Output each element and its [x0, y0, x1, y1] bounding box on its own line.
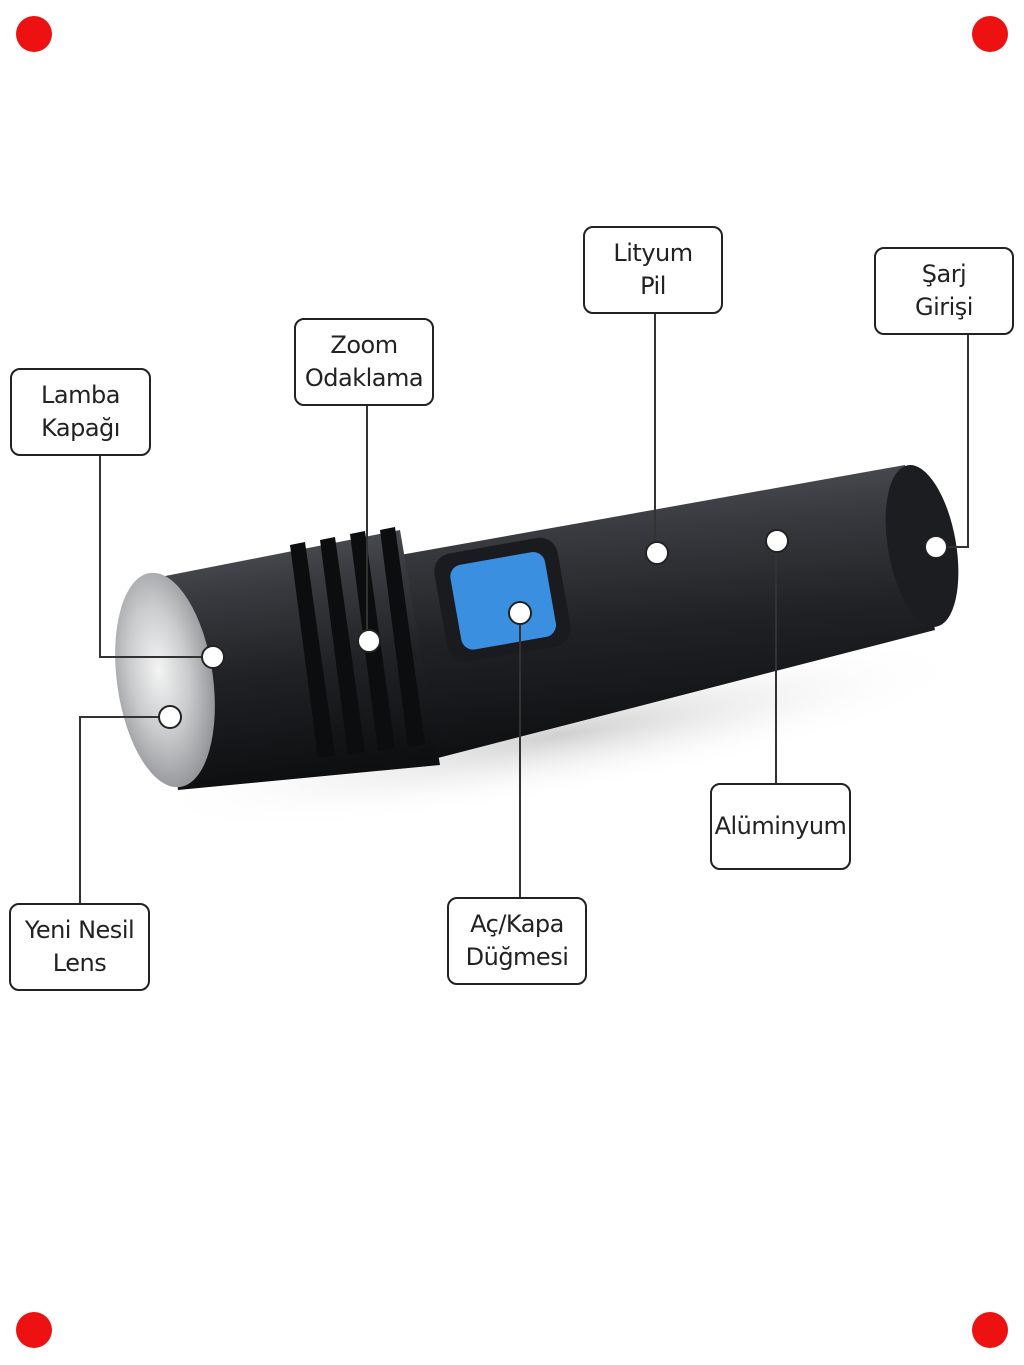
label-lithium-battery: Lityum Pil [583, 226, 723, 314]
label-line: Pil [640, 272, 666, 300]
label-power-button: Aç/Kapa Düğmesi [447, 897, 587, 985]
label-line: Alüminyum [714, 812, 847, 840]
label-line: Girişi [915, 293, 973, 321]
label-line: Düğmesi [465, 943, 569, 971]
corner-marker-bottom-right [972, 1312, 1008, 1348]
label-line: Kapağı [41, 414, 120, 442]
zoom-rings [290, 527, 425, 758]
power-button[interactable] [448, 550, 557, 651]
label-line: Lamba [41, 381, 120, 409]
marker-aluminum [765, 529, 789, 553]
tail-cap [885, 465, 959, 627]
label-lamp-cover: Lamba Kapağı [10, 368, 151, 456]
label-aluminum: Alüminyum [710, 783, 851, 870]
shadow [146, 641, 974, 829]
marker-battery [645, 541, 669, 565]
corner-marker-top-left [16, 16, 52, 52]
label-line: Lityum [613, 239, 693, 267]
marker-charge-port [924, 535, 948, 559]
marker-lens [158, 705, 182, 729]
marker-lamp-cover [201, 645, 225, 669]
label-line: Odaklama [304, 364, 424, 392]
label-line: Zoom [330, 331, 398, 359]
label-lens: Yeni Nesil Lens [9, 903, 150, 991]
lens-face [115, 572, 215, 788]
corner-marker-bottom-left [16, 1312, 52, 1348]
marker-button [508, 601, 532, 625]
marker-zoom [357, 629, 381, 653]
label-line: Yeni Nesil [24, 916, 135, 944]
label-line: Aç/Kapa [470, 910, 564, 938]
label-line: Lens [52, 949, 107, 977]
corner-marker-top-right [972, 16, 1008, 52]
label-line: Şarj [921, 260, 967, 288]
label-charge-port: Şarj Girişi [874, 247, 1014, 335]
label-zoom-focus: Zoom Odaklama [294, 318, 434, 406]
